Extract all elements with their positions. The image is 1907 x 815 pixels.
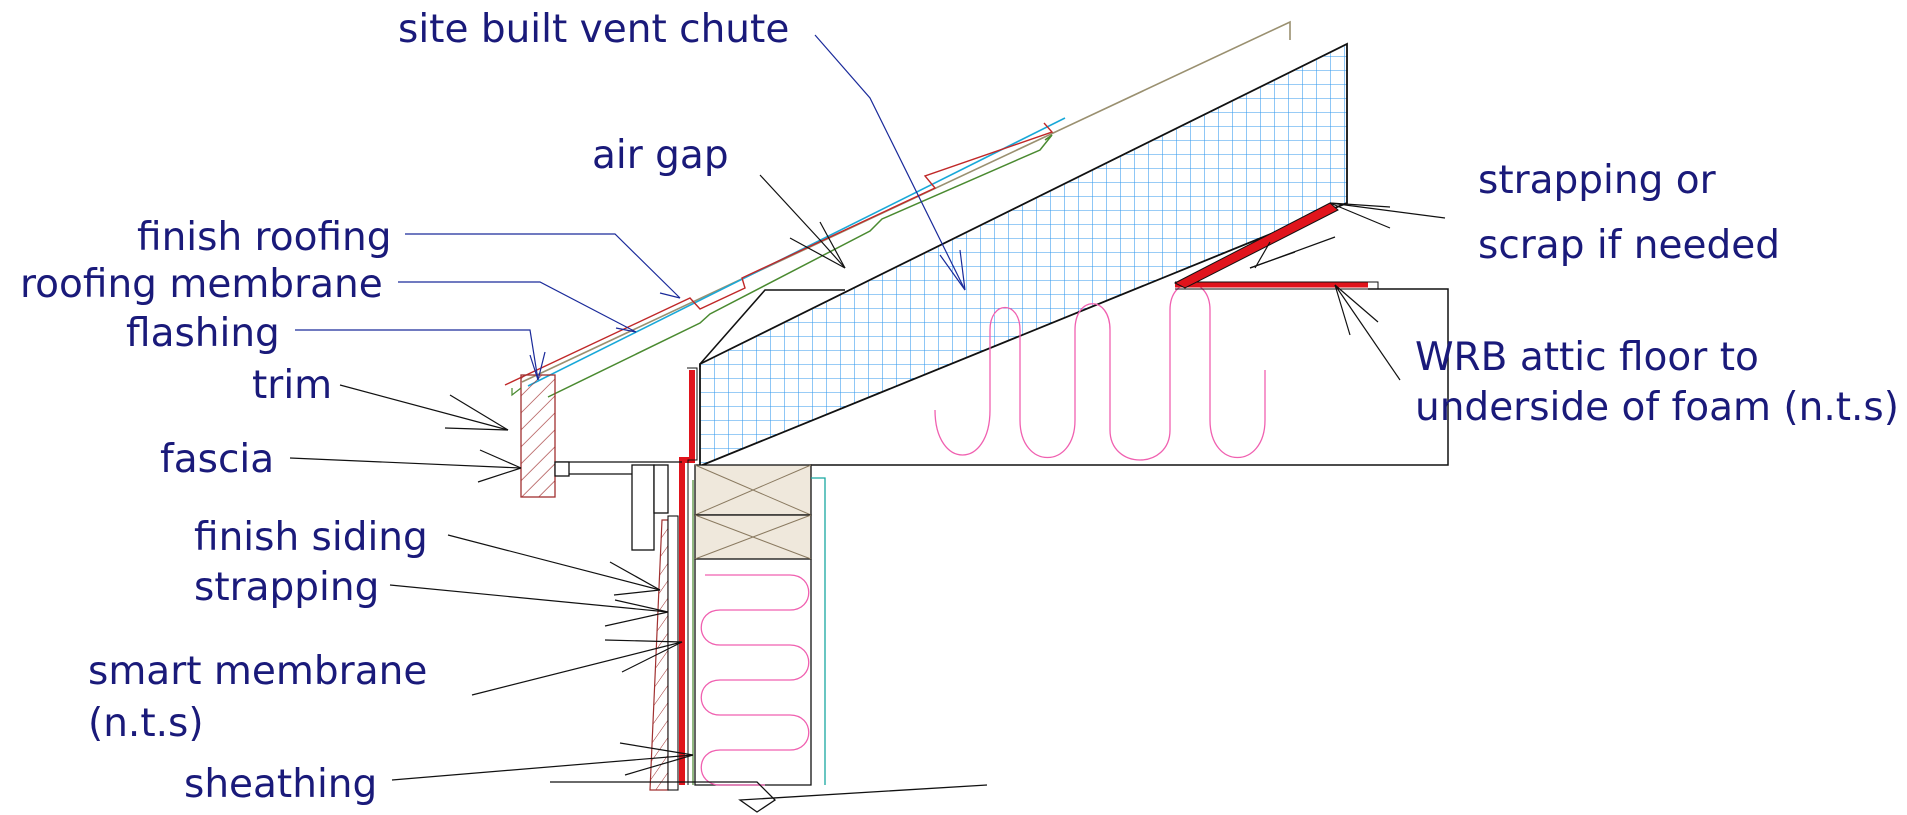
wrb-membrane-outline [1175, 281, 1379, 290]
label-finish-roofing: finish roofing [137, 215, 392, 260]
finish-roofing-shingles [504, 122, 1054, 386]
attic-batt-insulation [934, 283, 1266, 461]
soffit-small-block [653, 464, 669, 514]
leader-trim [339, 384, 509, 431]
label-air-gap: air gap [592, 133, 729, 178]
soffit-vent-block [631, 464, 655, 551]
fascia-block [520, 374, 556, 498]
fascia-clip [554, 461, 570, 477]
strapping-scrap [1173, 202, 1339, 289]
label-site-built-vent-chute: site built vent chute [398, 7, 789, 52]
leader-strapping [389, 584, 669, 613]
leader-flashing [295, 329, 539, 381]
leader-smart-membrane [471, 641, 683, 696]
leader-sheathing [391, 754, 694, 781]
label-underside-of-foam: underside of foam (n.t.s) [1415, 385, 1899, 430]
label-scrap-if-needed: scrap if needed [1478, 223, 1780, 268]
label-wrb-attic-floor: WRB attic floor to [1415, 335, 1759, 380]
wall-batt-insulation [700, 574, 810, 786]
label-smart-membrane-nts: (n.t.s) [88, 701, 204, 746]
leader-vent-chute [814, 34, 966, 291]
drywall-line [811, 477, 826, 785]
leader-finish-siding [447, 534, 661, 591]
label-smart-membrane: smart membrane [88, 649, 427, 694]
leader-air-gap [759, 174, 846, 269]
label-roofing-membrane: roofing membrane [20, 262, 383, 307]
flashing-edge [511, 387, 522, 397]
smart-membrane [679, 370, 695, 785]
rigid-foam-insulation [699, 42, 1348, 468]
leader-finish-roofing [405, 233, 681, 299]
attic-floor-line [810, 288, 1449, 466]
label-fascia: fascia [160, 437, 274, 482]
label-strapping-or: strapping or [1478, 158, 1717, 203]
smart-membrane-outline [687, 367, 698, 785]
leader-fascia [289, 457, 522, 469]
leader-roofing-membrane [398, 281, 637, 333]
wall-strapping [667, 515, 679, 791]
leader-strapping-or [1329, 202, 1446, 219]
label-strapping: strapping [194, 565, 379, 610]
leader-wrb [1334, 284, 1401, 381]
label-sheathing: sheathing [184, 762, 377, 807]
vent-chute-edge [547, 134, 1053, 398]
label-finish-siding: finish siding [194, 515, 428, 560]
ground-line [550, 781, 988, 813]
label-flashing: flashing [126, 311, 280, 356]
label-trim: trim [252, 363, 332, 408]
